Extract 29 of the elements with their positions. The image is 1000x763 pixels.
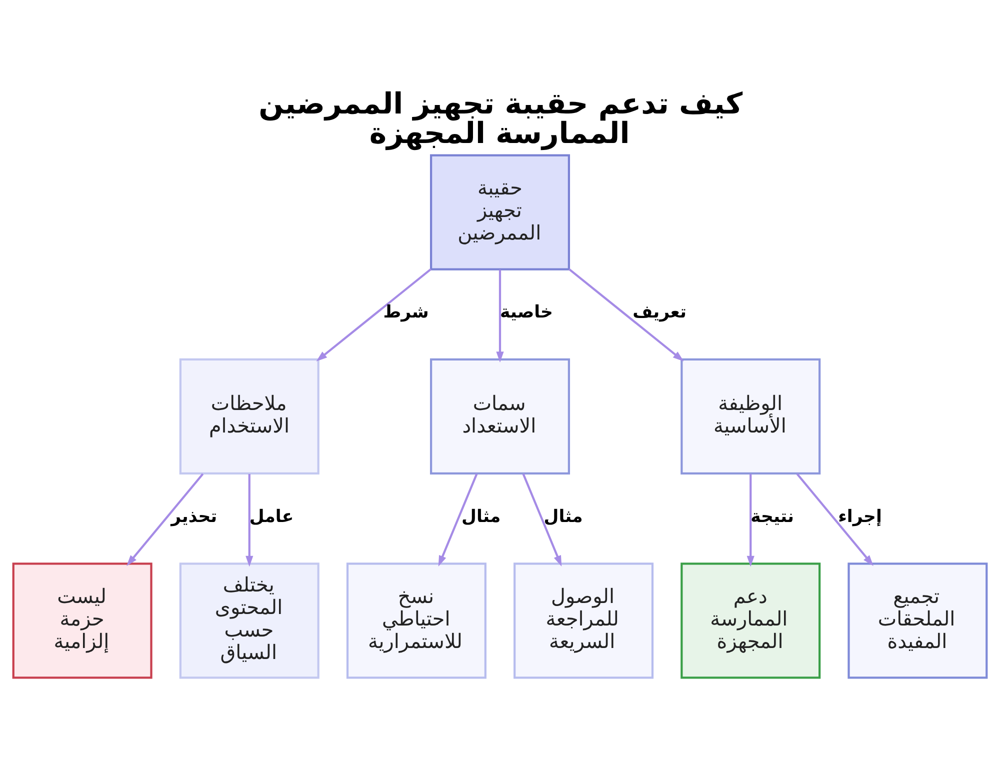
edge-label: تحذير: [171, 506, 218, 526]
arrow: [496, 269, 504, 362]
arrow: [568, 268, 684, 361]
node-box: الوظيفة الأساسية: [680, 358, 821, 474]
edge-label: خاصية: [500, 302, 553, 322]
node-box: ملاحظات الاستخدام: [179, 358, 320, 474]
diagram-title: كيف تدعم حقيبة تجهيز الممرضين الممارسة المجهزة: [258, 86, 743, 150]
edge-label: تعريف: [632, 302, 686, 322]
node-box: نسخ احتياطي للاستمرارية: [346, 562, 486, 678]
arrow: [438, 473, 478, 566]
edge-label: نتيجة: [750, 506, 794, 526]
edge-label: مثال: [544, 506, 583, 526]
node-box: دعم الممارسة المجهزة: [680, 562, 821, 678]
edge-label: عامل: [249, 506, 294, 526]
node-box: تجميع الملحقات المفيدة: [848, 562, 988, 678]
node-box: حقيبة تجهيز الممرضين: [430, 154, 570, 270]
edge-label: مثال: [462, 506, 501, 526]
node-box: يختلف المحتوى حسب السياق: [179, 562, 320, 678]
node-box: سمات الاستعداد: [430, 358, 570, 474]
edge-label: شرط: [383, 302, 429, 322]
arrow: [246, 473, 254, 566]
node-box: الوصول للمراجعة السريعة: [514, 562, 654, 678]
node-box: ليست حزمة إلزامية: [12, 562, 152, 678]
edge-label: إجراء: [838, 506, 882, 526]
arrow: [316, 268, 432, 361]
arrow: [796, 472, 874, 566]
arrow: [746, 473, 754, 566]
arrow: [126, 472, 204, 566]
arrow: [522, 473, 562, 566]
